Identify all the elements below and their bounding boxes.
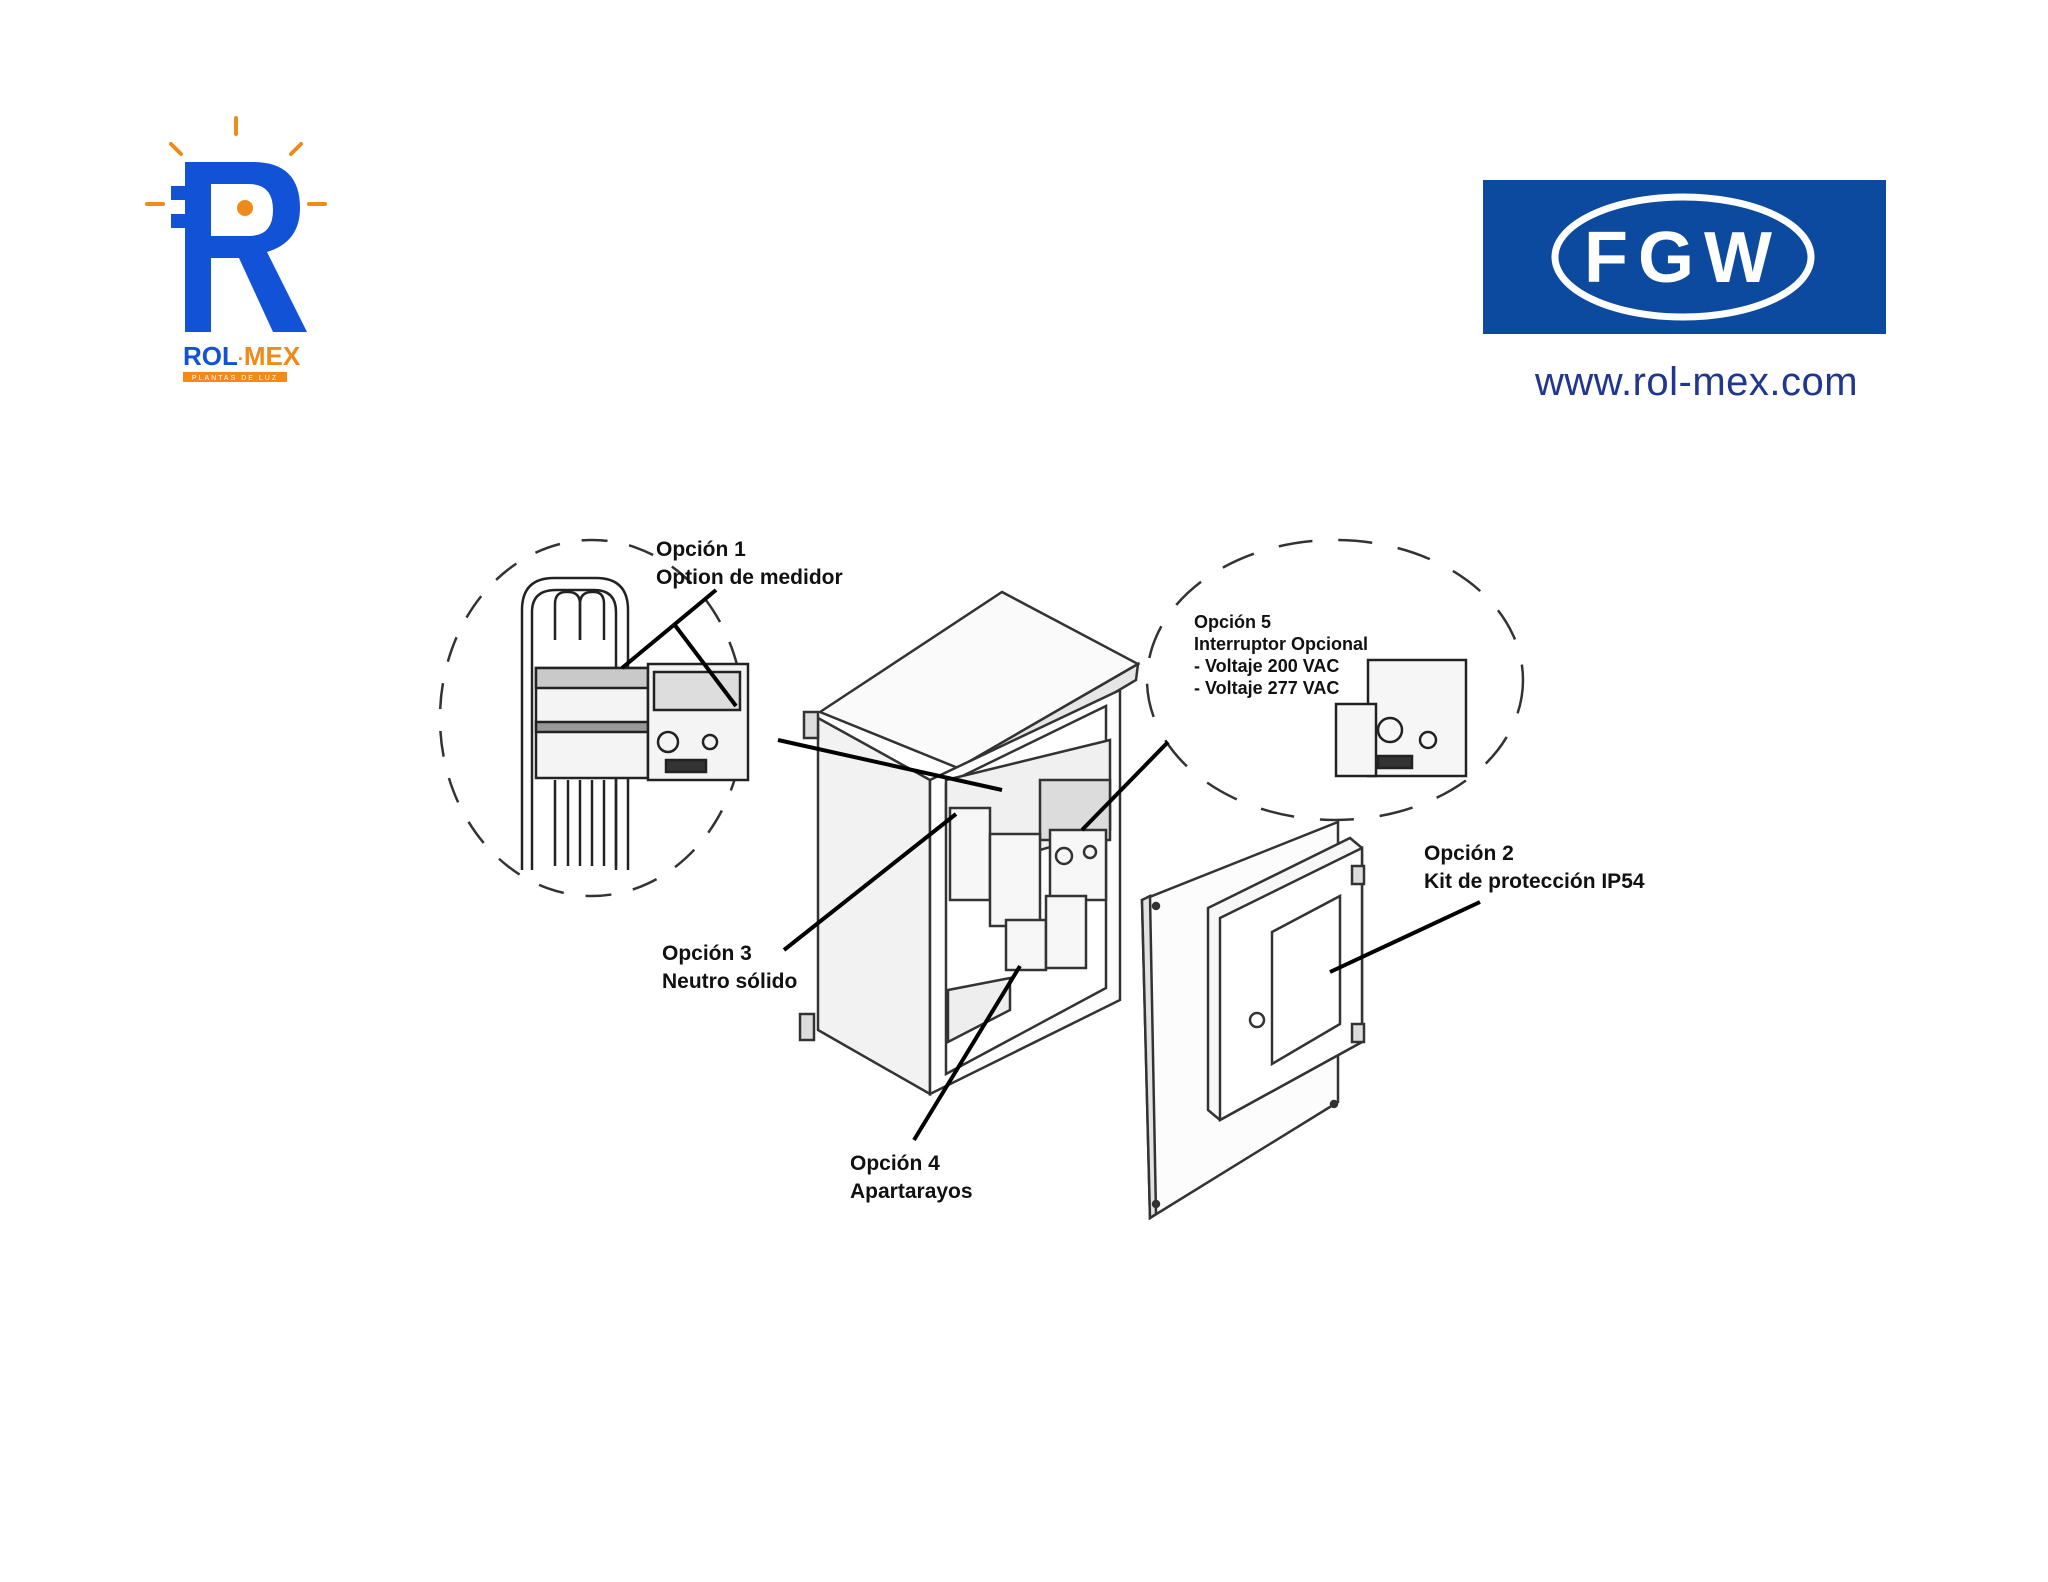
opcion3-title: Opción 3: [662, 942, 752, 965]
opcion2-desc: Kit de protección IP54: [1424, 870, 1645, 893]
fgw-logo: FGW: [1483, 180, 1886, 334]
rolmex-logo: ROL·MEX PLANTAS DE LUZ: [145, 116, 327, 382]
sun-dot-icon: [237, 200, 253, 216]
fgw-logo-text: FGW: [1584, 218, 1782, 298]
opcion4-desc: Apartarayos: [850, 1180, 973, 1203]
door-panel: [1140, 820, 1366, 1221]
rolmex-text-rol: ROL: [183, 341, 238, 371]
r-letter-icon: [171, 162, 307, 332]
opcion3-desc: Neutro sólido: [662, 970, 797, 993]
opcion5-line2: - Voltaje 200 VAC: [1194, 656, 1339, 676]
sun-rays-icon: [145, 116, 327, 206]
opcion5-title: Opción 5: [1194, 612, 1271, 632]
opcion4-title: Opción 4: [850, 1152, 940, 1175]
opcion5-line3: - Voltaje 277 VAC: [1194, 678, 1339, 698]
rolmex-tagline: PLANTAS DE LUZ: [192, 375, 278, 382]
detail-circle-5: [1145, 538, 1525, 822]
opcion2-title: Opción 2: [1424, 842, 1514, 865]
leader-lines: [620, 588, 1481, 1142]
rolmex-text-mex: MEX: [244, 341, 301, 371]
website-url[interactable]: www.rol-mex.com: [1535, 360, 1859, 404]
opcion1-desc: Option de medidor: [656, 566, 843, 589]
opcion1-title: Opción 1: [656, 538, 746, 561]
breaker-option-detail: [1334, 658, 1468, 778]
main-enclosure: [798, 590, 1141, 1097]
svg-text:ROL·MEX: ROL·MEX: [183, 341, 301, 371]
opcion5-line1: Interruptor Opcional: [1194, 634, 1368, 654]
meter-option-detail: [520, 576, 750, 870]
